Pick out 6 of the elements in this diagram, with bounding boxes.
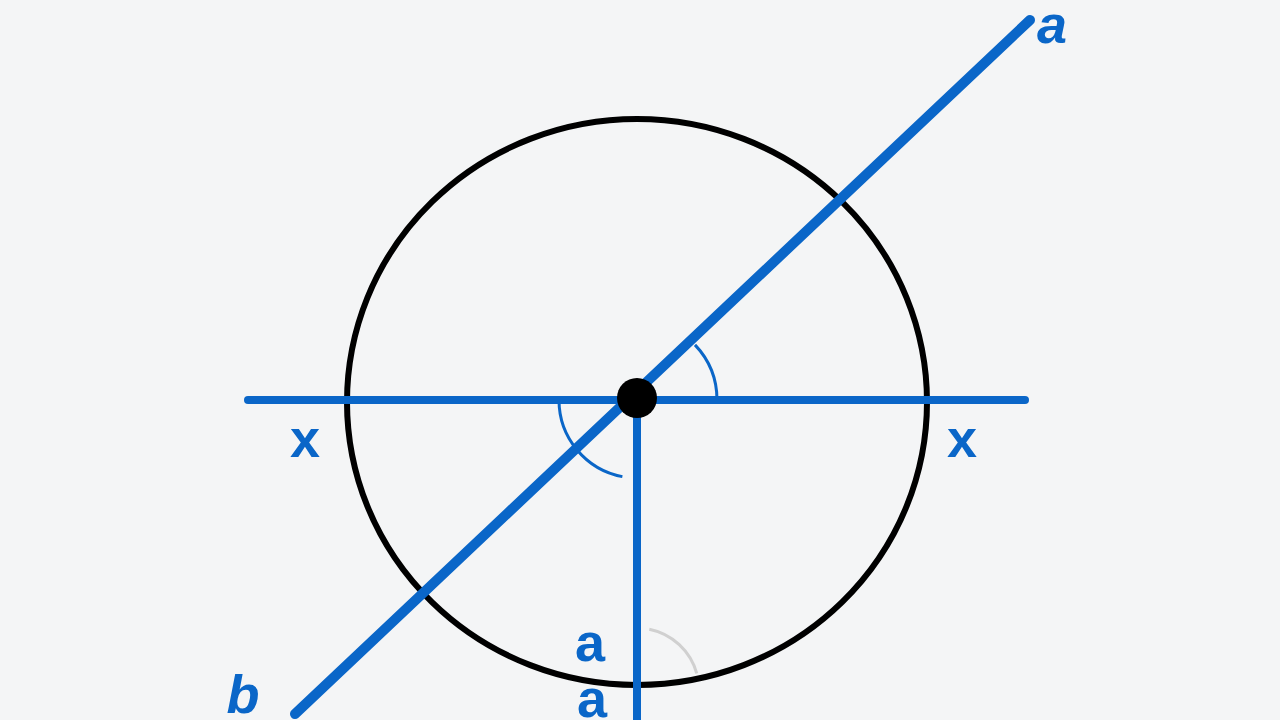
variable-label: a (577, 671, 607, 720)
variable-label: a (1037, 0, 1067, 51)
variable-label: x (290, 411, 320, 465)
variable-label: b (226, 667, 260, 720)
variable-label: x (947, 411, 977, 465)
variable-label: a (575, 615, 605, 669)
